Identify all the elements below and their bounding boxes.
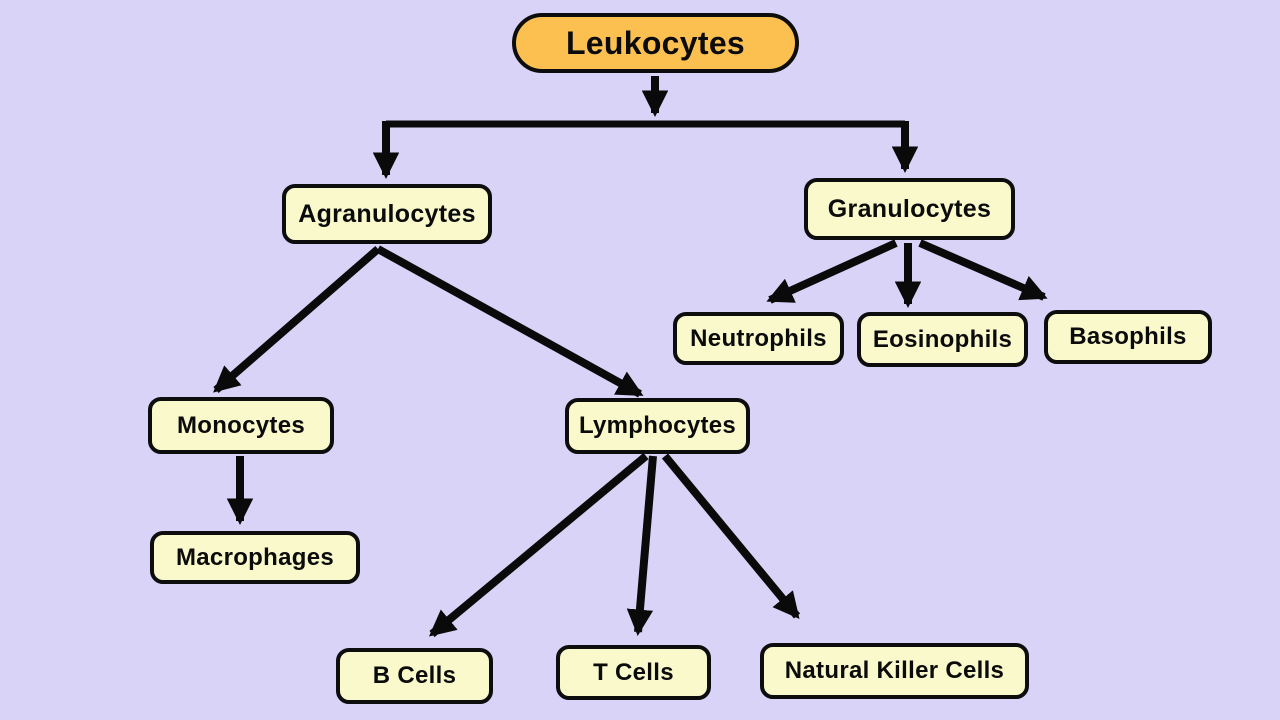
node-agranulocytes: Agranulocytes [282,184,492,244]
node-eosinophils: Eosinophils [857,312,1028,367]
node-granulocytes: Granulocytes [804,178,1015,240]
node-basophils: Basophils [1044,310,1212,364]
edge-lymphocytes-t-cells [626,455,657,636]
edge-lymphocytes-b-cells [428,452,649,638]
edge-agranulocytes-lymphocytes [376,245,644,398]
node-natural-killer-cells: Natural Killer Cells [760,643,1029,699]
node-leukocytes: Leukocytes [512,13,799,73]
edge-lymphocytes-nk-cells [661,453,801,620]
node-b-cells: B Cells [336,648,493,704]
node-macrophages: Macrophages [150,531,360,584]
node-neutrophils: Neutrophils [673,312,844,365]
node-monocytes: Monocytes [148,397,334,454]
edge-granulocytes-neutrophils [766,239,898,304]
edge-granulocytes-basophils [918,239,1048,301]
node-lymphocytes: Lymphocytes [565,398,750,454]
edge-agranulocytes-monocytes [213,245,381,394]
node-t-cells: T Cells [556,645,711,700]
